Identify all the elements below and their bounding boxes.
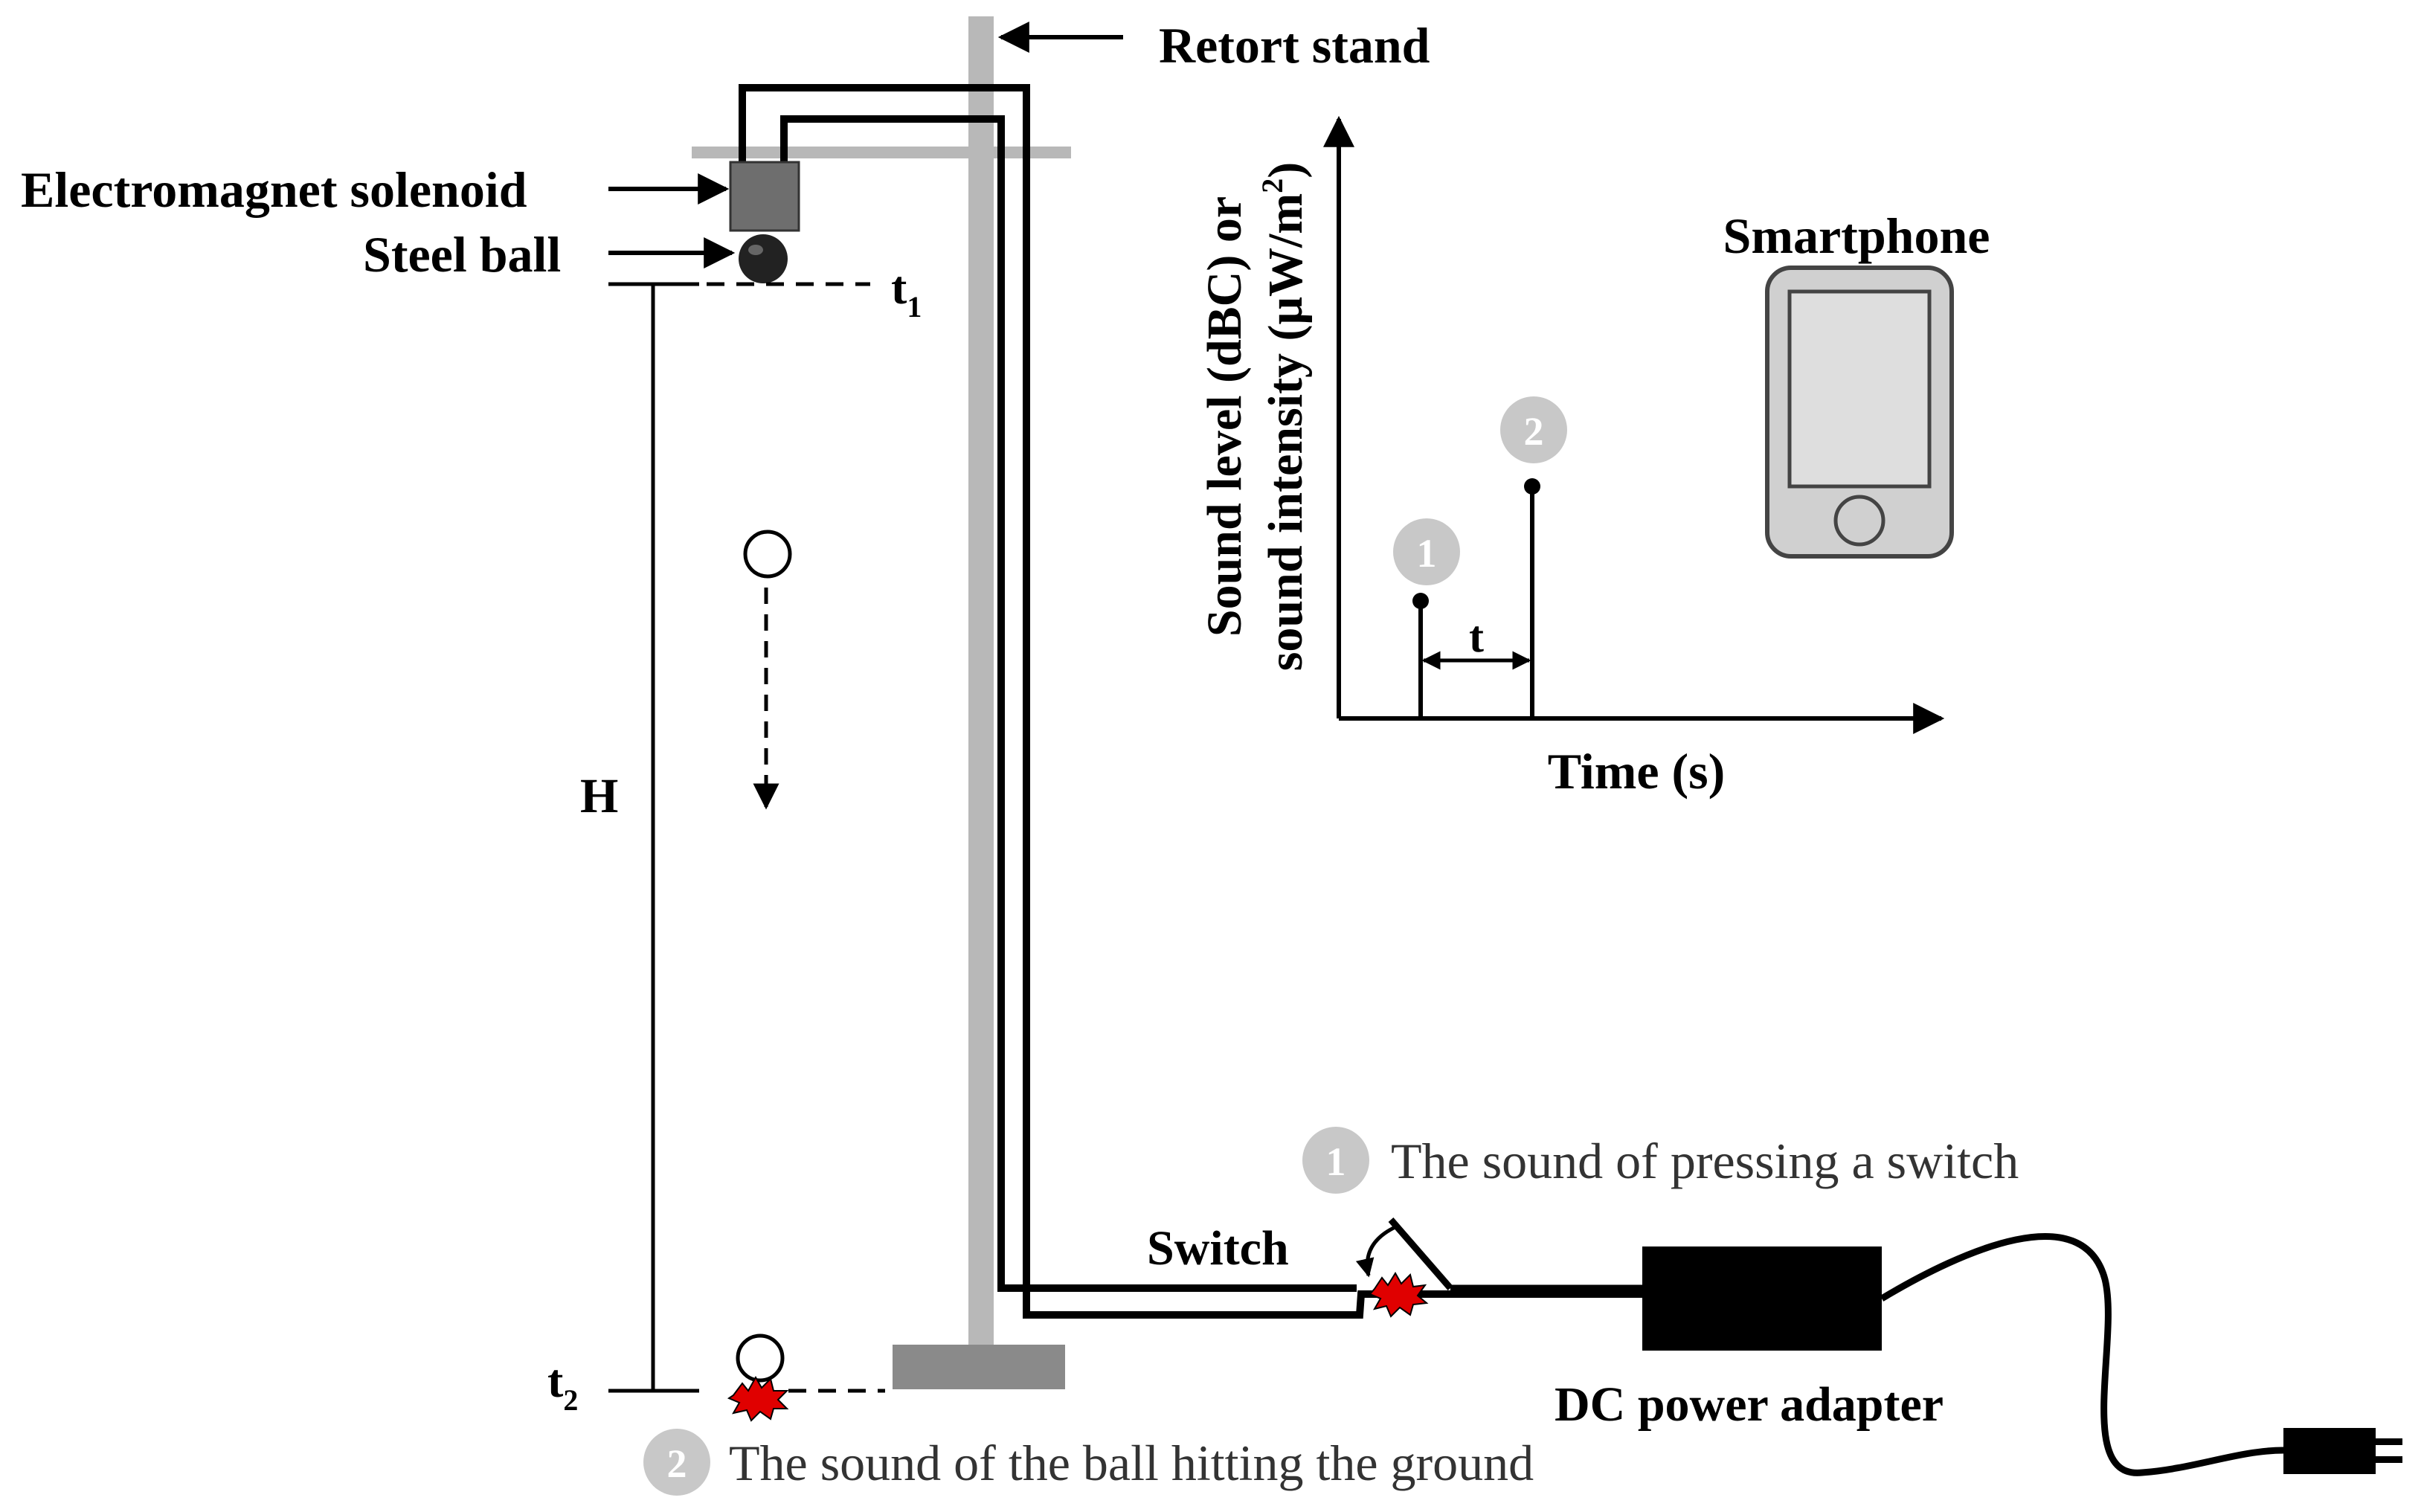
graph-xlabel: Time (s)	[1548, 743, 1726, 800]
sound2-annotation: 2 The sound of the ball hitting the grou…	[643, 1429, 1534, 1496]
sound-graph: t 1 2 Time (s) Sound level (dBC) or soun…	[1197, 115, 1945, 800]
switch	[1355, 1217, 1644, 1318]
peak-2-badge-number: 2	[1524, 409, 1544, 454]
sound2-text: The sound of the ball hitting the ground	[729, 1435, 1534, 1491]
peak-1-dot	[1412, 593, 1429, 609]
sound1-text: The sound of pressing a switch	[1391, 1133, 2019, 1189]
dc-power-adapter	[1642, 1232, 2402, 1476]
switch-label: Switch	[1147, 1221, 1289, 1275]
plug-prong-top	[2373, 1438, 2402, 1445]
stand-base	[893, 1345, 1065, 1389]
badge-2-number: 2	[667, 1441, 687, 1486]
peak-1-badge	[1393, 518, 1460, 585]
electromagnet-label: Electromagnet solenoid	[21, 161, 527, 218]
badge-2	[643, 1429, 710, 1496]
power-plug	[2283, 1428, 2376, 1474]
wire-outer	[739, 84, 1644, 1319]
graph-ylabel-line1: Sound level (dBC) or	[1197, 196, 1252, 637]
electromagnet-solenoid	[729, 161, 800, 232]
peak-2-badge	[1500, 396, 1567, 463]
height-marker	[608, 282, 885, 1393]
smartphone-icon	[1765, 266, 1954, 559]
peak-2-dot	[1524, 478, 1540, 495]
stand-rod	[968, 16, 994, 1348]
power-cord	[1880, 1232, 2284, 1476]
falling-ball-outline	[743, 530, 792, 579]
retort-stand-label: Retort stand	[1159, 17, 1430, 74]
height-label: H	[580, 769, 618, 823]
retort-stand	[692, 16, 1071, 1389]
interval-label: t	[1469, 612, 1484, 661]
switch-lever	[1388, 1217, 1453, 1290]
badge-1	[1302, 1127, 1369, 1194]
t1-label: t1	[891, 261, 922, 324]
t2-label: t2	[547, 1354, 578, 1417]
graph-ylabel-line2: sound intensity (μW/m2)	[1256, 162, 1313, 672]
adapter-body	[1642, 1246, 1882, 1351]
phone-screen	[1787, 289, 1932, 489]
stand-clamp-arm	[692, 147, 1071, 158]
electromagnet-assembly	[729, 161, 800, 283]
plug-prong-bottom	[2373, 1456, 2402, 1463]
switch-spark-icon	[1369, 1272, 1429, 1318]
wire-inner	[780, 115, 1357, 1292]
impact-spark-icon	[727, 1375, 789, 1422]
badge-1-number: 1	[1326, 1139, 1346, 1184]
switch-press-arrow	[1355, 1223, 1400, 1278]
wires	[739, 84, 1644, 1319]
smartphone-label: Smartphone	[1723, 208, 1990, 264]
ball-highlight	[748, 245, 763, 255]
ground-ball-outline	[736, 1334, 785, 1383]
steel-ball	[739, 234, 788, 283]
steel-ball-label: Steel ball	[363, 226, 561, 283]
sound1-annotation: 1 The sound of pressing a switch	[1302, 1127, 2019, 1194]
phone-home-button	[1833, 495, 1885, 547]
peak-1-badge-number: 1	[1417, 531, 1437, 576]
dc-adapter-label: DC power adapter	[1555, 1377, 1944, 1432]
